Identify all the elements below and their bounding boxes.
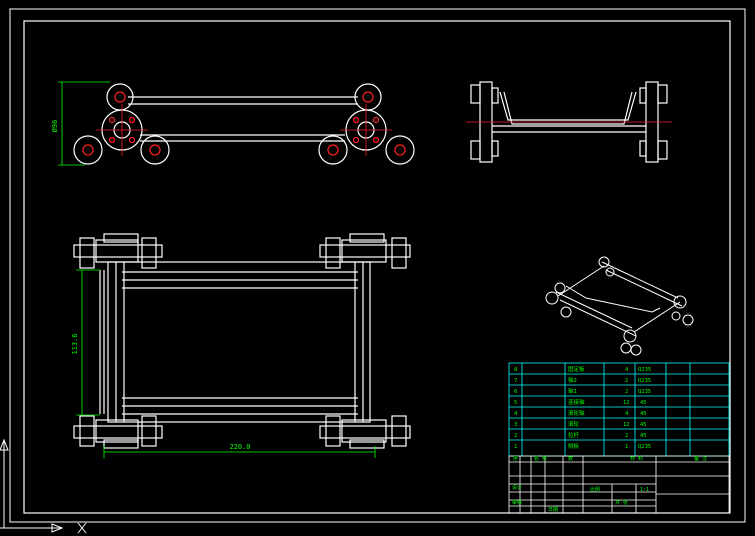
top-view-dimension — [58, 81, 110, 166]
table-row-3-material: 45 — [640, 422, 647, 428]
table-row-1-name: 侧板 — [568, 442, 580, 450]
left-lobe-plate — [73, 83, 170, 165]
front-view — [73, 233, 411, 458]
header-remark: 备 注 — [694, 455, 707, 462]
table-row-2-qty: 2 — [625, 433, 628, 439]
header-qty: 数 — [568, 455, 573, 462]
table-row-7-name: 轴2 — [568, 376, 577, 384]
table-row-5-no: 5 — [514, 400, 517, 406]
title-block-text: 序 名 称 数 材 料 备 注 比例 1:1 共 张 设计 审核 日期 — [512, 455, 707, 513]
table-row-7-qty: 2 — [625, 378, 628, 384]
front-view-width-label: 220.0 — [229, 443, 250, 451]
parts-list-table — [508, 362, 730, 457]
table-row-1-material: Q235 — [638, 444, 651, 450]
table-row-7-no: 7 — [514, 378, 517, 384]
top-view-dimension-label: Ø96 — [51, 120, 59, 133]
table-row-6-no: 6 — [514, 389, 517, 395]
table-row-8-no: 8 — [514, 367, 517, 373]
drawing-frame — [9, 8, 746, 523]
table-row-8-name: 固定板 — [568, 365, 585, 373]
scale-label: 比例 — [590, 486, 600, 493]
table-row-8-material: Q235 — [638, 367, 651, 373]
check-label: 审核 — [512, 499, 522, 506]
header-material: 材 料 — [630, 455, 643, 462]
table-row-2-material: 45 — [640, 433, 647, 439]
table-row-3-no: 3 — [514, 422, 517, 428]
title-block — [508, 455, 730, 514]
side-view — [466, 81, 672, 163]
table-row-1-no: 1 — [514, 444, 517, 450]
table-row-6-qty: 2 — [625, 389, 628, 395]
table-row-7-material: Q235 — [638, 378, 651, 384]
isometric-view — [545, 256, 694, 356]
front-view-dimensions — [76, 269, 376, 458]
table-row-1-qty: 1 — [625, 444, 628, 450]
sheet-label: 共 张 — [615, 499, 628, 506]
header-no: 序 — [513, 455, 518, 462]
table-row-5-name: 连接轴 — [568, 398, 585, 406]
table-row-6-name: 轴1 — [568, 387, 577, 395]
table-row-2-no: 2 — [514, 433, 517, 439]
outer-border — [9, 8, 746, 523]
table-row-4-material: 45 — [640, 411, 647, 417]
table-row-5-material: 45 — [640, 400, 647, 406]
table-row-3-name: 滚轮 — [568, 420, 580, 428]
table-row-3-qty: 12 — [623, 422, 630, 428]
scale-value: 1:1 — [640, 487, 649, 493]
table-row-4-name: 滚轮轴 — [568, 409, 585, 417]
table-row-2-name: 拉杆 — [568, 431, 580, 439]
header-name: 名 称 — [534, 455, 547, 462]
date-label: 日期 — [548, 507, 558, 513]
table-row-6-material: Q235 — [638, 389, 651, 395]
table-row-8-qty: 4 — [625, 367, 629, 373]
parts-list-rows: 8 固定板 4 Q235 7 轴2 2 Q235 6 轴1 2 Q235 5 连… — [514, 365, 651, 450]
ucs-icon — [0, 438, 87, 534]
inner-border — [23, 20, 731, 514]
top-view — [58, 81, 415, 166]
table-row-5-qty: 12 — [623, 400, 630, 406]
right-lobe-plate — [318, 83, 415, 165]
table-row-4-no: 4 — [514, 411, 518, 417]
front-view-height-label: 113.6 — [71, 333, 79, 354]
design-label: 设计 — [512, 484, 522, 491]
table-row-4-qty: 4 — [625, 411, 629, 417]
